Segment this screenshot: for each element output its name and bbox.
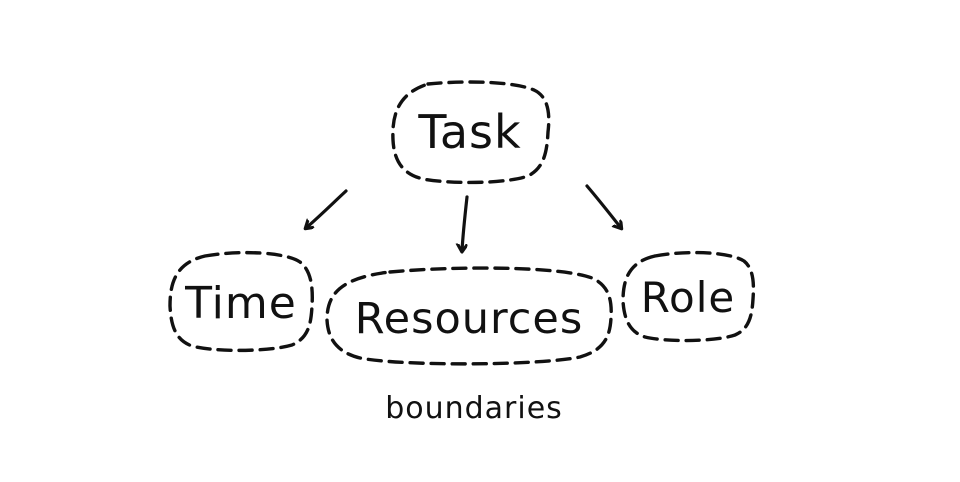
role-label: Role [641,273,736,322]
resources-label: Resources [355,294,584,344]
caption-boundaries: boundaries [385,391,563,426]
arrow-task-to-resources [462,195,469,251]
node-time: Time [168,250,314,353]
role-box-outline [621,250,756,343]
node-resources: Resources [325,266,613,366]
arrow-task-to-role [585,184,621,228]
task-box-outline [391,80,551,185]
task-label: Task [417,105,521,159]
time-box-outline [168,250,314,353]
node-role: Role [621,250,756,343]
node-task: Task [391,80,551,185]
time-label: Time [184,278,297,329]
resources-box-outline [325,266,613,366]
arrow-task-to-time [306,189,348,228]
